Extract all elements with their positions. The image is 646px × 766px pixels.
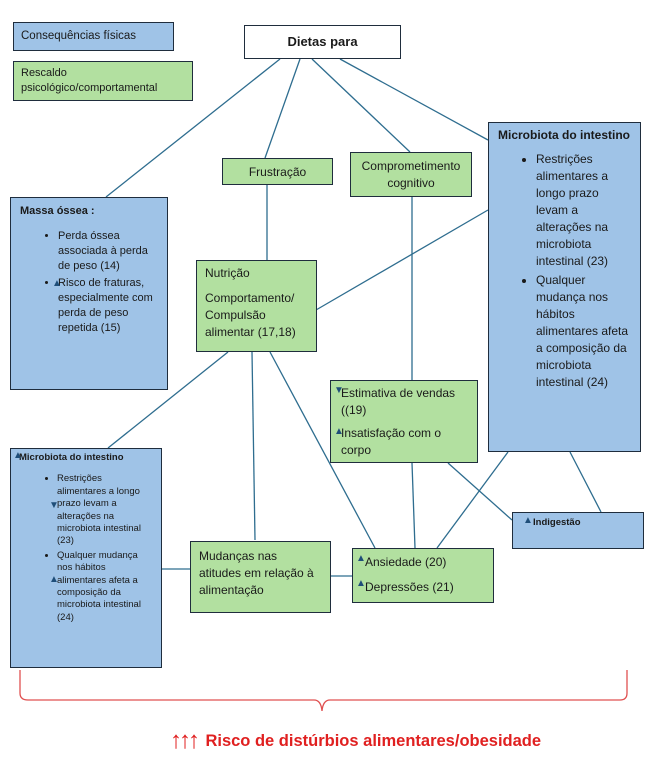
up-arrows-icon: ↑↑↑ [170,727,200,754]
legend-psych: Rescaldo psicológico/comportamental [13,61,193,101]
indigestao-label: Indigestão [533,517,581,528]
increase-arrow-icon: ▲ [49,574,59,585]
depressoes-label: Depressões (21) [365,580,454,594]
ansiedade-box: Ansiedade (20) Depressões (21) ▲ ▲ [352,548,494,603]
increase-arrow-icon: ▲ [334,426,344,437]
microbiota-right-list: Restrições alimentares a longo prazo lev… [498,151,631,391]
insatisfacao-label: Insatisfação com o corpo [341,426,442,457]
microbiota-left-box: Microbiota do intestino Restrições alime… [10,448,162,668]
increase-arrow-icon: ▲ [356,553,366,564]
comprometimento-label: Comprometimento cognitivo [361,158,461,190]
massa-ossea-item: Perda óssea associada à perda de peso (1… [58,229,158,274]
microbiota-left-item: Qualquer mudança nos hábitos alimentares… [57,550,153,624]
microbiota-right-box: Microbiota do intestino Restrições alime… [488,122,641,452]
grouping-brace [19,670,628,712]
estimativa-box: Estimativa de vendas ((19) Insatisfação … [330,380,478,463]
nutricao-label: Nutrição [205,266,250,280]
massa-ossea-heading: Massa óssea : [20,205,95,217]
microbiota-left-item: Restrições alimentares a longo prazo lev… [57,473,153,547]
decrease-arrow-icon: ▼ [49,500,59,511]
title-box: Dietas para [244,25,401,59]
legend-physical-label: Consequências físicas [21,30,137,42]
massa-ossea-list: Perda óssea associada à perda de peso (1… [20,229,158,336]
microbiota-left-heading: Microbiota do intestino [19,452,124,463]
mudancas-box: Mudanças nas atitudes em relação à alime… [190,541,331,613]
frustracao-label: Frustração [248,164,307,179]
nutricao-box: Nutrição Comportamento/ Compulsão alimen… [196,260,317,352]
microbiota-left-list: Restrições alimentares a longo prazo lev… [19,473,153,624]
massa-ossea-item: Risco de fraturas, especialmente com per… [58,276,158,336]
legend-psych-label: Rescaldo psicológico/comportamental [21,67,158,94]
microbiota-right-heading: Microbiota do intestino [498,128,630,142]
microbiota-right-item: Qualquer mudança nos hábitos alimentares… [536,272,631,391]
ansiedade-label: Ansiedade (20) [365,555,447,569]
frustracao-box: Frustração [222,158,333,185]
massa-ossea-box: Massa óssea : Perda óssea associada à pe… [10,197,168,390]
compulsao-label: Comportamento/ Compulsão alimentar (17,1… [205,291,296,339]
legend-physical: Consequências físicas [13,22,174,51]
increase-arrow-icon: ▲ [52,278,62,289]
risk-footer: ↑↑↑ Risco de distúrbios alimentares/obes… [170,727,640,757]
risk-label: Risco de distúrbios alimentares/obesidad… [205,731,542,750]
increase-arrow-icon: ▲ [356,578,366,589]
microbiota-right-item: Restrições alimentares a longo prazo lev… [536,151,631,270]
estimativa-label: Estimativa de vendas ((19) [341,386,456,417]
comprometimento-box: Comprometimento cognitivo [350,152,472,197]
page-title: Dietas para [287,34,358,49]
increase-arrow-icon: ▲ [13,450,23,461]
increase-arrow-icon: ▲ [523,515,533,526]
decrease-arrow-icon: ▼ [334,385,344,396]
indigestao-box: Indigestão ▲ [512,512,644,549]
mudancas-label: Mudanças nas atitudes em relação à alime… [199,549,314,597]
